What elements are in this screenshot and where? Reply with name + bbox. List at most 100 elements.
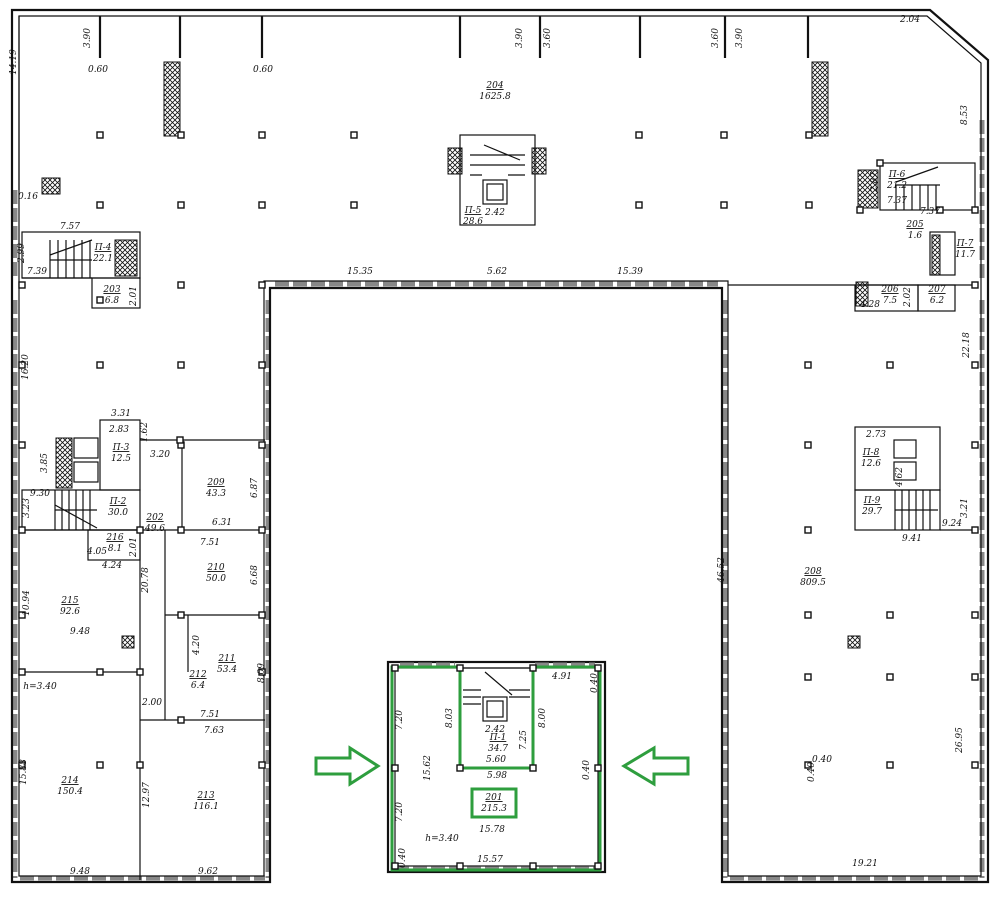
dimension-label: 0.40: [590, 673, 600, 693]
dimension-label: 7.63: [204, 726, 224, 736]
arrow-left-icon: [621, 745, 690, 787]
column: [805, 131, 813, 139]
dimension-label: 0.60: [88, 65, 108, 75]
dimension-label: 7.37: [920, 207, 940, 217]
dimension-label: 0.16: [18, 192, 38, 202]
highlight-arrows: [314, 745, 690, 787]
column: [177, 611, 185, 619]
room-area: 6.4: [191, 681, 206, 691]
column: [258, 201, 266, 209]
dimension-label: 7.57: [60, 222, 80, 232]
column: [886, 673, 894, 681]
dimension-label: 9.62: [198, 867, 218, 877]
column: [635, 201, 643, 209]
room-number: 209: [206, 478, 224, 488]
room-number: П-8: [862, 448, 880, 458]
column: [177, 131, 185, 139]
dimension-label: 3.85: [40, 453, 50, 473]
room-area: 1.6: [908, 231, 923, 241]
dimension-label: 8.53: [960, 105, 970, 125]
column: [96, 131, 104, 139]
structural-columns: [18, 131, 979, 870]
room-number: 202: [145, 513, 163, 523]
dimension-label: 5.98: [487, 771, 507, 781]
room-area: 22.1: [92, 254, 113, 264]
column: [177, 201, 185, 209]
dimension-label: 7.51: [200, 538, 220, 548]
dimension-label: 1.62: [140, 422, 150, 442]
plan-labels: 2041625.8П-528.6П-422.12036.8П-621.22051…: [9, 15, 975, 877]
dimension-label: 9.48: [70, 627, 90, 637]
dimension-label: 3.60: [711, 28, 721, 48]
column: [96, 668, 104, 676]
column: [136, 668, 144, 676]
column: [529, 862, 537, 870]
room-area: 12.5: [111, 454, 131, 464]
room-201-block: [386, 660, 607, 874]
room-area: 215.3: [480, 804, 507, 814]
column: [176, 436, 184, 444]
room-number: 213: [196, 791, 214, 801]
room-number: 203: [102, 285, 120, 295]
room-area: 809.5: [800, 578, 826, 588]
dimension-label: 8.03: [445, 708, 455, 728]
dimension-label: 4.62: [895, 467, 905, 488]
room-number: 211: [217, 654, 235, 664]
dimension-label: 4.20: [192, 635, 202, 656]
dimension-label: 20.78: [141, 567, 151, 594]
column: [258, 131, 266, 139]
dimension-label: 3.90: [83, 28, 93, 48]
ceiling-height-label: h=3.40: [23, 682, 57, 692]
room-number: П-9: [863, 496, 881, 506]
column: [529, 664, 537, 672]
ceiling-height-label: h=3.40: [425, 834, 459, 844]
column: [886, 611, 894, 619]
dimension-label: 3.90: [735, 28, 745, 48]
column: [96, 761, 104, 769]
dimension-label: 0.40: [807, 762, 817, 782]
room-area: 29.7: [861, 507, 882, 517]
column: [886, 761, 894, 769]
column: [804, 673, 812, 681]
room-area: 6.8: [105, 296, 120, 306]
dimension-label: 4.24: [101, 561, 122, 571]
column: [971, 361, 979, 369]
arrow-right-icon: [314, 745, 381, 787]
room-area: 49.6: [144, 524, 165, 534]
dimension-label: 7.39: [27, 267, 47, 277]
column: [594, 862, 602, 870]
column: [456, 862, 464, 870]
column: [350, 131, 358, 139]
room-number: П-1: [489, 733, 507, 743]
column: [18, 441, 26, 449]
dimension-label: 2.42: [484, 208, 505, 218]
dimension-label: 4.05: [86, 547, 107, 557]
dimension-label: 15.62: [423, 755, 433, 781]
dimension-label: 4.28: [859, 300, 880, 310]
room-number: П-6: [888, 170, 906, 180]
column: [18, 761, 26, 769]
room-area: 150.4: [57, 787, 83, 797]
room-number: 206: [880, 285, 898, 295]
column: [971, 441, 979, 449]
dimension-label: 8.00: [538, 708, 548, 728]
column: [177, 526, 185, 534]
column: [804, 761, 812, 769]
dimension-label: 5.62: [487, 267, 507, 277]
dimension-label: 2.99: [17, 243, 27, 264]
dimension-label: 12.97: [142, 782, 152, 808]
column: [804, 361, 812, 369]
dimension-label: 9.41: [902, 534, 922, 544]
dimension-label: 5.60: [486, 755, 506, 765]
dimension-label: 6.87: [250, 478, 260, 498]
dimension-label: 2.01: [129, 286, 139, 307]
column: [258, 611, 266, 619]
column: [391, 664, 399, 672]
room-area: 28.6: [462, 217, 483, 227]
room-number: 214: [60, 776, 78, 786]
column: [258, 361, 266, 369]
dimension-label: 26.95: [955, 727, 965, 754]
room-area: 34.7: [488, 744, 508, 754]
dimension-label: 22.18: [962, 332, 972, 359]
